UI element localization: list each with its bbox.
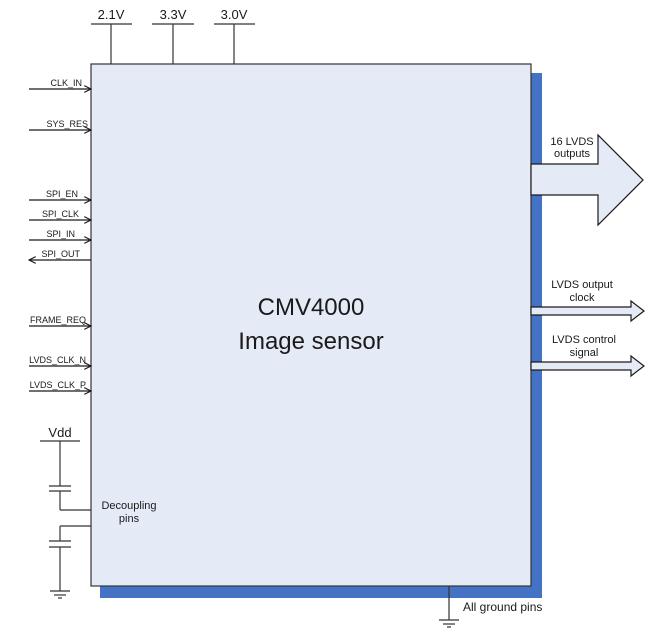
pin-sys-res: SYS_RES	[29, 119, 91, 130]
chip-name: CMV4000	[258, 294, 365, 321]
lvds-bus-arrow	[530, 133, 644, 227]
pin-label: SPI_CLK	[42, 209, 79, 219]
ground-icon	[439, 586, 459, 628]
lvds-bus-label-2: outputs	[554, 148, 591, 160]
power-rail-label: 2.1V	[98, 7, 125, 22]
decoupling-network	[40, 440, 91, 599]
power-rail-label: 3.3V	[160, 7, 187, 22]
pin-label: CLK_IN	[50, 78, 82, 88]
lvds-control-label-2: signal	[570, 347, 599, 359]
lvds-bus-label: 16 LVDS	[550, 136, 593, 148]
power-rail-3v3: 3.3V	[152, 7, 194, 64]
pin-label: SPI_EN	[46, 189, 78, 199]
lvds-clock-arrow	[530, 299, 645, 323]
power-rail-label: 3.0V	[221, 7, 248, 22]
pin-frame-req: FRAME_REQ	[29, 315, 91, 326]
power-rail-2v1: 2.1V	[91, 7, 132, 64]
decoupling-pins-label: Decoupling	[101, 500, 156, 512]
chip-subtitle: Image sensor	[238, 328, 383, 355]
pin-label: LVDS_CLK_N	[29, 355, 86, 365]
lvds-control-label: LVDS control	[552, 334, 616, 346]
pin-spi-en: SPI_EN	[29, 189, 91, 200]
pin-spi-in: SPI_IN	[29, 229, 91, 240]
pin-spi-clk: SPI_CLK	[29, 209, 91, 220]
lvds-control-arrow	[530, 354, 645, 378]
pin-label: LVDS_CLK_P	[30, 380, 86, 390]
pin-label: SPI_IN	[46, 229, 75, 239]
pin-clk-in: CLK_IN	[29, 78, 91, 89]
pin-label: SPI_OUT	[41, 249, 80, 259]
ground-label: All ground pins	[463, 600, 542, 614]
pin-lvds-clk-n: LVDS_CLK_N	[29, 355, 91, 366]
chip-body	[90, 63, 532, 587]
lvds-clock-label-2: clock	[569, 292, 595, 304]
pin-spi-out: SPI_OUT	[29, 249, 91, 260]
decoupling-pins-label-2: pins	[119, 513, 140, 525]
lvds-clock-label: LVDS output	[551, 279, 613, 291]
pin-label: SYS_RES	[46, 119, 88, 129]
vdd-label: Vdd	[48, 425, 71, 440]
pin-label: FRAME_REQ	[30, 315, 86, 325]
pin-lvds-clk-p: LVDS_CLK_P	[29, 380, 91, 391]
power-rail-3v0: 3.0V	[214, 7, 255, 64]
